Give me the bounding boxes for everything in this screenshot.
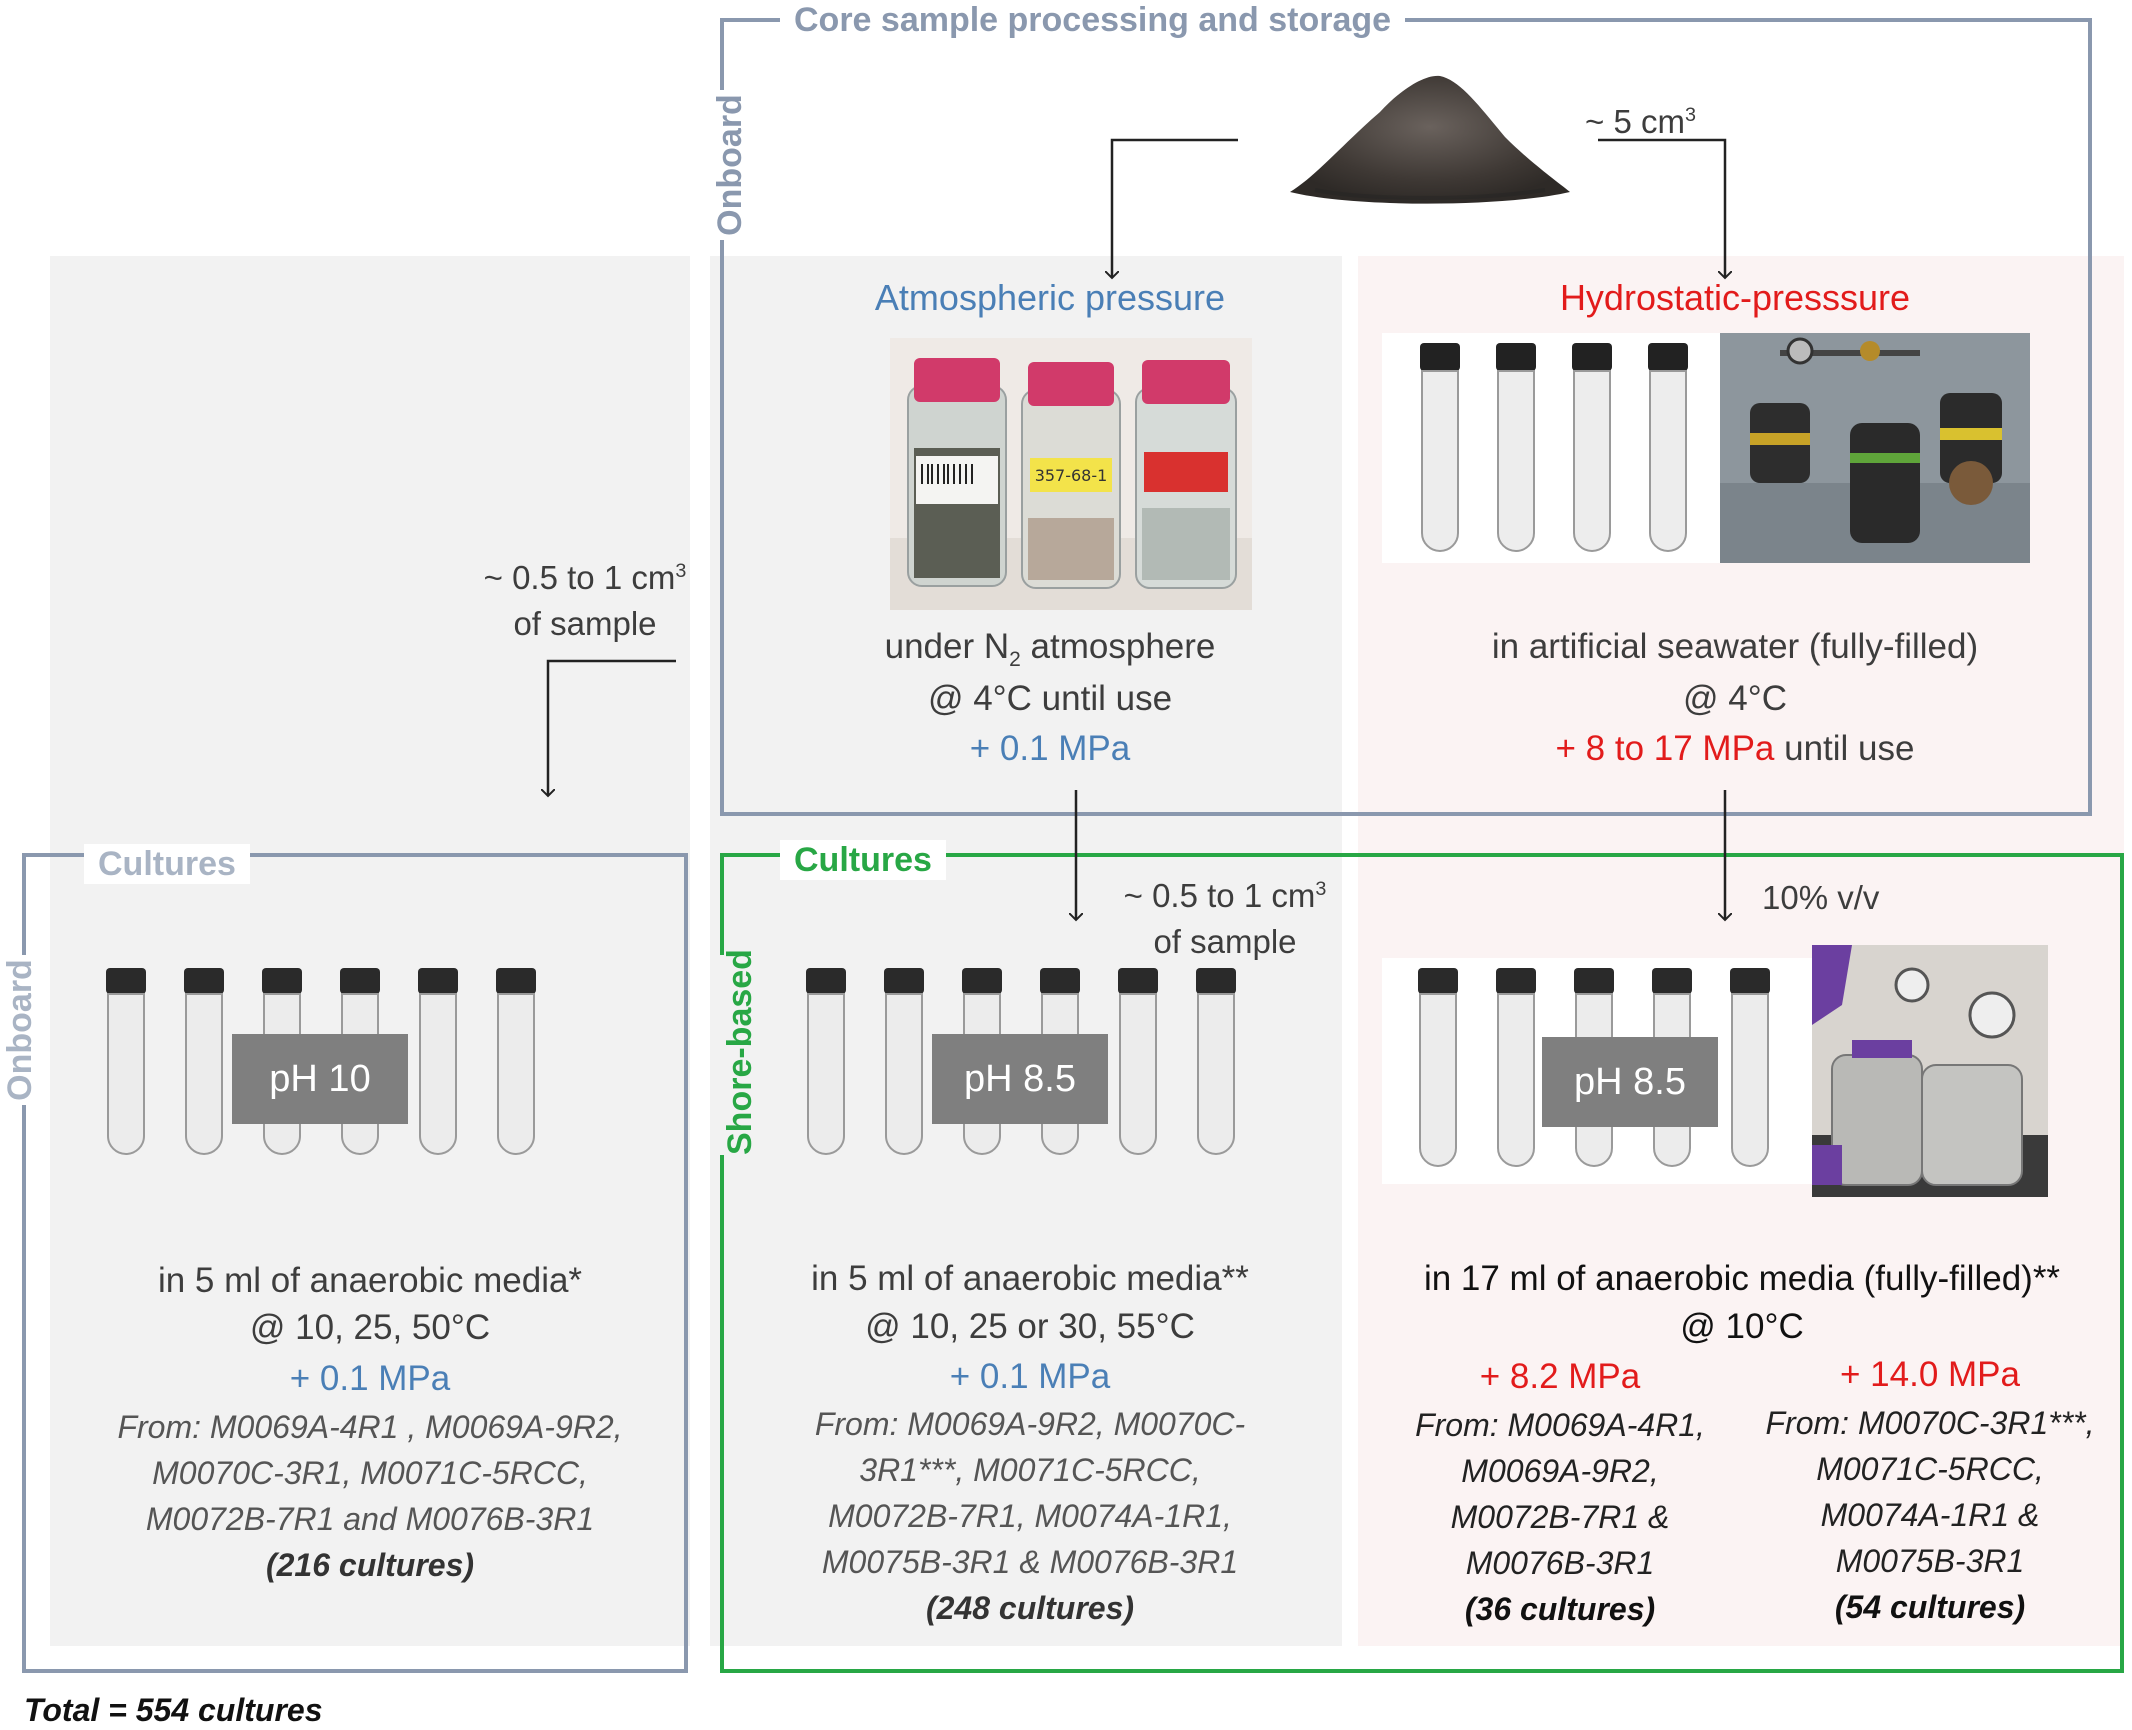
- arrow-to-hydrostatic: [1598, 138, 1725, 278]
- shore-culture-tubes: [806, 968, 1236, 1155]
- hp-left-source-2: M0069A-9R2,: [1461, 1453, 1659, 1489]
- hp-right-pressure: + 14.0 MPa: [1840, 1355, 2020, 1394]
- bottle-label-2: 357-68-1: [1035, 466, 1108, 485]
- arrow-to-onboard-cultures: [548, 659, 676, 796]
- atmospheric-line2: @ 4°C until use: [927, 679, 1173, 718]
- shore-source-4: M0075B-3R1 & M0076B-3R1: [821, 1544, 1239, 1580]
- onboard-ph-box: pH 10: [232, 1034, 408, 1124]
- shore-temperature: @ 10, 25 or 30, 55°C: [865, 1307, 1195, 1346]
- onboard-count: (216 cultures): [265, 1547, 475, 1583]
- hp-right-count: (54 cultures): [1834, 1589, 2026, 1625]
- hp-right-source-2: M0071C-5RCC,: [1816, 1451, 2044, 1487]
- hp-right-source-1: From: M0070C-3R1***,: [1765, 1405, 2095, 1441]
- hp-ph-box: pH 8.5: [1542, 1037, 1718, 1127]
- onboard-cultures-title: Cultures: [84, 844, 250, 884]
- onboard-source-2: M0070C-3R1, M0071C-5RCC,: [152, 1455, 588, 1491]
- hydrostatic-volume-label: ~ 5 cm3: [1585, 103, 1696, 140]
- sediment-pile-image: [1290, 75, 1570, 204]
- core-processing-frame: [720, 18, 2092, 816]
- atmospheric-title: Atmospheric pressure: [874, 277, 1226, 318]
- hp-left-source-3: M0072B-7R1 &: [1450, 1499, 1670, 1535]
- hp-media: in 17 ml of anaerobic media (fully-fille…: [1423, 1259, 2061, 1298]
- hydrostatic-title: Hydrostatic-presssure: [1559, 277, 1911, 318]
- onboard-source-1: From: M0069A-4R1 , M0069A-9R2,: [117, 1409, 623, 1445]
- atmospheric-line1: under N2 atmosphere: [884, 627, 1216, 671]
- shore-source-3: M0072B-7R1, M0074A-1R1,: [828, 1498, 1232, 1534]
- onboard-pressure: + 0.1 MPa: [289, 1359, 451, 1398]
- arrow-to-atmospheric: [1112, 138, 1238, 278]
- hp-left-source-4: M0076B-3R1: [1465, 1545, 1655, 1581]
- onboard-media: in 5 ml of anaerobic media*: [157, 1261, 583, 1300]
- onboard-cultures-frame: [22, 853, 688, 1673]
- hp-dilution-label: 10% v/v: [1762, 879, 1880, 916]
- shore-count: (248 cultures): [925, 1590, 1135, 1626]
- glass-bottles-photo: 357-68-1: [890, 338, 1252, 610]
- hp-left-count: (36 cultures): [1464, 1591, 1656, 1627]
- total-cultures: Total = 554 cultures: [24, 1692, 323, 1728]
- pressure-reactors-photo: [1812, 945, 2048, 1197]
- onboard-volume-label: ~ 0.5 to 1 cm3 of sample: [483, 559, 687, 642]
- shore-ph-box: pH 8.5: [932, 1034, 1108, 1124]
- shore-cultures-title: Cultures: [780, 840, 946, 880]
- hydrostatic-line3: + 8 to 17 MPa until use: [1555, 729, 1915, 768]
- hydrostatic-line1: in artificial seawater (fully-filled): [1491, 627, 1979, 666]
- hp-right-source-3: M0074A-1R1 &: [1820, 1497, 2040, 1533]
- shore-pressure: + 0.1 MPa: [949, 1357, 1111, 1396]
- onboard-source-3: M0072B-7R1 and M0076B-3R1: [145, 1501, 595, 1537]
- onboard-left-panel: [50, 256, 690, 1646]
- core-processing-title: Core sample processing and storage: [780, 0, 1406, 40]
- pressure-vessels-photo: [1720, 333, 2030, 563]
- hydrostatic-pressure: + 8 to 17 MPa: [1555, 729, 1775, 768]
- hp-left-pressure: + 8.2 MPa: [1479, 1357, 1641, 1396]
- atmospheric-pressure: + 0.1 MPa: [969, 729, 1131, 768]
- hp-temperature: @ 10°C: [1680, 1307, 1804, 1346]
- shore-source-2: 3R1***, M0071C-5RCC,: [859, 1452, 1201, 1488]
- hp-storage-tubes: [1382, 333, 1720, 563]
- onboard-temperature: @ 10, 25, 50°C: [249, 1308, 491, 1347]
- hp-left-source-1: From: M0069A-4R1,: [1415, 1407, 1705, 1443]
- shore-media: in 5 ml of anaerobic media**: [811, 1259, 1249, 1298]
- shore-based-cultures-frame: [720, 853, 2124, 1673]
- hp-right-source-4: M0075B-3R1: [1835, 1543, 2025, 1579]
- hydrostatic-line2: @ 4°C: [1683, 679, 1787, 718]
- shore-volume-label: ~ 0.5 to 1 cm3 of sample: [1123, 877, 1327, 960]
- shore-source-1: From: M0069A-9R2, M0070C-: [814, 1406, 1246, 1442]
